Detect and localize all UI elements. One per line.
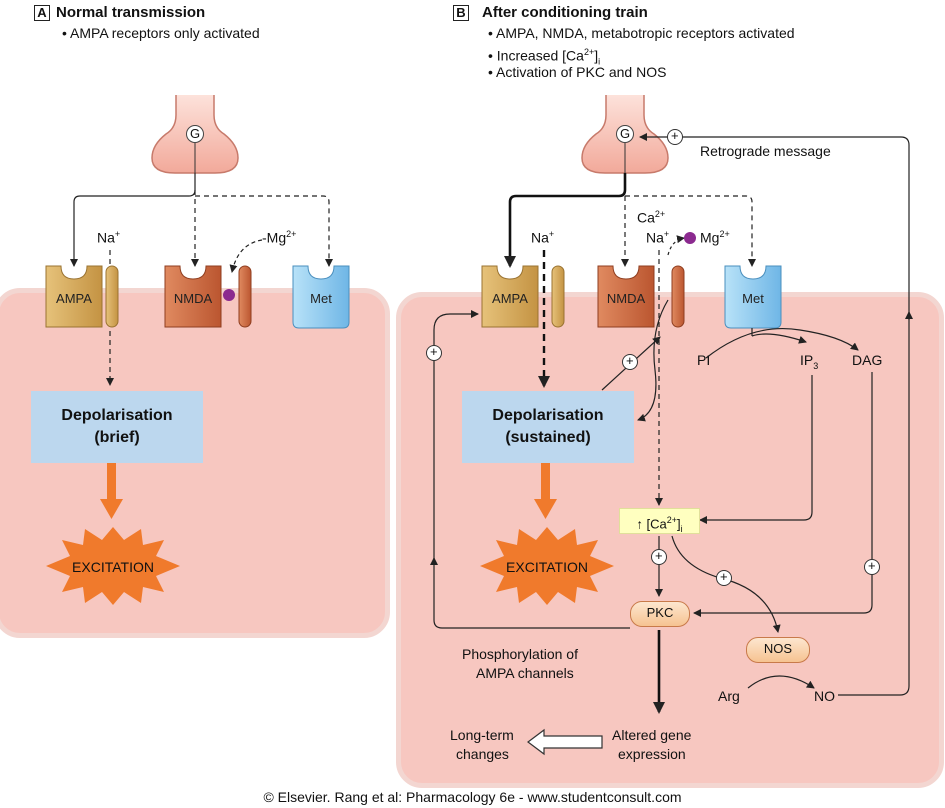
panel-b-bullet-1: • AMPA, NMDA, metabotropic receptors act… bbox=[488, 25, 795, 41]
nmda-label-a: NMDA bbox=[173, 291, 213, 306]
mg-label-a: -Mg2+ bbox=[262, 229, 297, 246]
altered-line-2: expression bbox=[618, 746, 686, 762]
panel-a-letter: A bbox=[34, 5, 50, 21]
ip3-label: IP3 bbox=[800, 352, 819, 371]
mg-expelled-dot bbox=[684, 232, 696, 244]
pi-label: PI bbox=[697, 352, 711, 368]
ampa-label-a: AMPA bbox=[56, 291, 92, 306]
ampa-receptor-b bbox=[481, 265, 565, 328]
plus-depol-nmda: + bbox=[626, 353, 634, 368]
nos-pill: NOS bbox=[746, 637, 810, 663]
copyright-footer: © Elsevier. Rang et al: Pharmacology 6e … bbox=[263, 789, 682, 805]
phospho-line-1: Phosphorylation of bbox=[462, 646, 578, 662]
excitation-burst-b bbox=[480, 527, 614, 605]
nmda-label-b: NMDA bbox=[606, 291, 646, 306]
met-receptor-b bbox=[724, 265, 782, 329]
met-label-b: Met bbox=[742, 291, 764, 306]
na-label-b: Na+ bbox=[531, 229, 555, 246]
plus-ca-pkc: + bbox=[655, 548, 663, 563]
plus-retro: + bbox=[671, 128, 679, 143]
met-receptor-a bbox=[292, 265, 350, 329]
plus-dag-pkc: + bbox=[868, 558, 876, 573]
excitation-burst-a bbox=[46, 527, 180, 605]
pkc-pill: PKC bbox=[630, 601, 690, 627]
mg-label-b: Mg2+ bbox=[700, 229, 730, 246]
excitation-label-a: EXCITATION bbox=[72, 559, 154, 575]
panel-a-bullet: • AMPA receptors only activated bbox=[62, 25, 260, 41]
panel-b-bullet-2: • Increased [Ca2+]i bbox=[488, 47, 601, 67]
dag-label: DAG bbox=[852, 352, 883, 368]
calcium-box: ↑ [Ca2+]i bbox=[619, 508, 700, 534]
panel-b-letter: B bbox=[453, 5, 469, 21]
arg-label: Arg bbox=[718, 688, 740, 704]
na2-label-b: Na+ bbox=[646, 229, 670, 246]
depolarisation-box-a: Depolarisation (brief) bbox=[31, 391, 203, 463]
depolarisation-title-b: Depolarisation bbox=[492, 407, 604, 424]
met-label-a: Met bbox=[310, 291, 332, 306]
panel-b-bullet-3: • Activation of PKC and NOS bbox=[488, 64, 667, 80]
retrograde-label: Retrograde message bbox=[700, 143, 831, 159]
depolarisation-box-b: Depolarisation (sustained) bbox=[462, 391, 634, 463]
ampa-label-b: AMPA bbox=[492, 291, 528, 306]
terminal-b-label: G bbox=[620, 126, 631, 141]
nmda-receptor-b bbox=[597, 265, 685, 328]
altered-line-1: Altered gene bbox=[612, 727, 692, 743]
depolarisation-title-a: Depolarisation bbox=[61, 407, 173, 424]
na-label-a: Na+ bbox=[97, 229, 121, 246]
plus-ampa-loop: + bbox=[430, 344, 438, 359]
ampa-receptor-a bbox=[45, 265, 119, 328]
nmda-receptor-a bbox=[164, 265, 252, 328]
phospho-line-2: AMPA channels bbox=[476, 665, 574, 681]
plus-ca-nos: + bbox=[720, 569, 728, 584]
depolarisation-sub-a: (brief) bbox=[94, 429, 140, 446]
long-term-line-2: changes bbox=[456, 746, 509, 762]
terminal-a-label: G bbox=[190, 126, 201, 141]
no-label: NO bbox=[814, 688, 835, 704]
long-term-line-1: Long-term bbox=[450, 727, 514, 743]
depolarisation-sub-b: (sustained) bbox=[505, 429, 591, 446]
excitation-label-b: EXCITATION bbox=[506, 559, 588, 575]
panel-a-title: Normal transmission bbox=[56, 4, 206, 21]
panel-b-title: After conditioning train bbox=[482, 4, 648, 21]
postsynaptic-cell-b bbox=[396, 292, 944, 788]
ca-label-b: Ca2+ bbox=[637, 209, 666, 226]
mg-block-dot-a bbox=[223, 289, 235, 301]
